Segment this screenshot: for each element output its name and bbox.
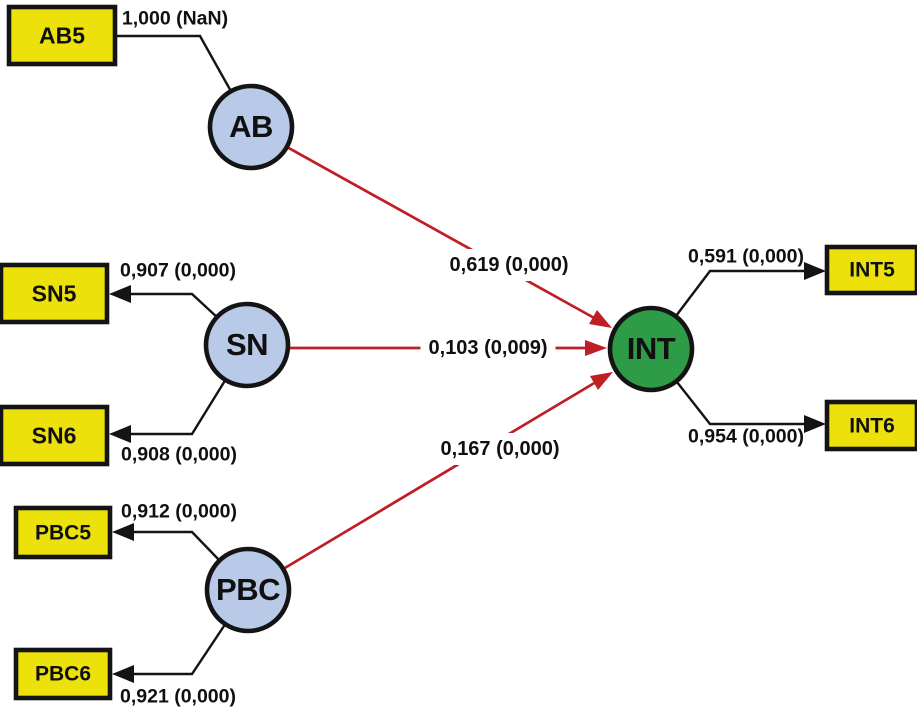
loading-label-int6: 0,954 (0,000) [687, 425, 805, 448]
latent-node-pbc[interactable] [204, 546, 292, 634]
indicator-box-ab5[interactable] [6, 4, 118, 67]
arrowhead-pbc6[interactable] [112, 665, 134, 683]
path-coefficient-sn-int: 0,103 (0,009) [420, 332, 556, 364]
indicator-label-int6: INT6 [849, 414, 895, 438]
loading-label-sn6: 0,908 (0,000) [120, 443, 238, 466]
indicator-label-sn5: SN5 [31, 280, 77, 307]
node-label-pbc: PBC [216, 571, 280, 607]
indicator-label-sn6: SN6 [31, 422, 77, 449]
path-coefficient-ab-int: 0,619 (0,000) [441, 249, 577, 281]
path-arrowhead-sn-int[interactable] [585, 340, 607, 356]
latent-node-sn[interactable] [203, 301, 291, 389]
indicator-label-pbc5: PBC5 [34, 521, 92, 545]
indicator-box-pbc5[interactable] [13, 505, 113, 560]
loading-label-pbc5: 0,912 (0,000) [120, 500, 238, 523]
arrowhead-int6[interactable] [804, 415, 826, 433]
loading-label-sn5: 0,907 (0,000) [119, 259, 237, 282]
indicator-box-int6[interactable] [824, 399, 917, 452]
loading-label-ab5: 1,000 (NaN) [121, 7, 229, 30]
node-label-ab: AB [229, 108, 273, 144]
node-label-int: INT [626, 330, 676, 366]
path-arrowhead-ab-int[interactable] [589, 310, 612, 328]
path-arrowhead-pbc-int[interactable] [590, 372, 613, 390]
indicator-box-sn5[interactable] [0, 262, 110, 325]
latent-node-ab[interactable] [207, 83, 295, 171]
indicator-label-ab5: AB5 [38, 22, 86, 49]
indicator-box-sn6[interactable] [0, 404, 110, 467]
arrowhead-sn5[interactable] [109, 285, 131, 303]
indicator-box-pbc6[interactable] [13, 647, 113, 701]
loading-label-int5: 0,591 (0,000) [687, 245, 805, 268]
path-line-ab-int[interactable] [250, 125, 597, 321]
indicator-box-int5[interactable] [824, 244, 917, 296]
arrowhead-int5[interactable] [804, 262, 826, 280]
indicator-label-int5: INT5 [849, 258, 895, 282]
path-coefficient-pbc-int: 0,167 (0,000) [432, 433, 568, 465]
latent-node-int[interactable] [607, 305, 695, 393]
arrowhead-sn6[interactable] [109, 425, 131, 443]
arrowhead-pbc5[interactable] [112, 523, 134, 541]
path-line-pbc-int[interactable] [247, 380, 597, 592]
node-label-sn: SN [225, 326, 269, 362]
indicator-label-pbc6: PBC6 [34, 662, 92, 686]
loading-label-pbc6: 0,921 (0,000) [119, 685, 237, 708]
